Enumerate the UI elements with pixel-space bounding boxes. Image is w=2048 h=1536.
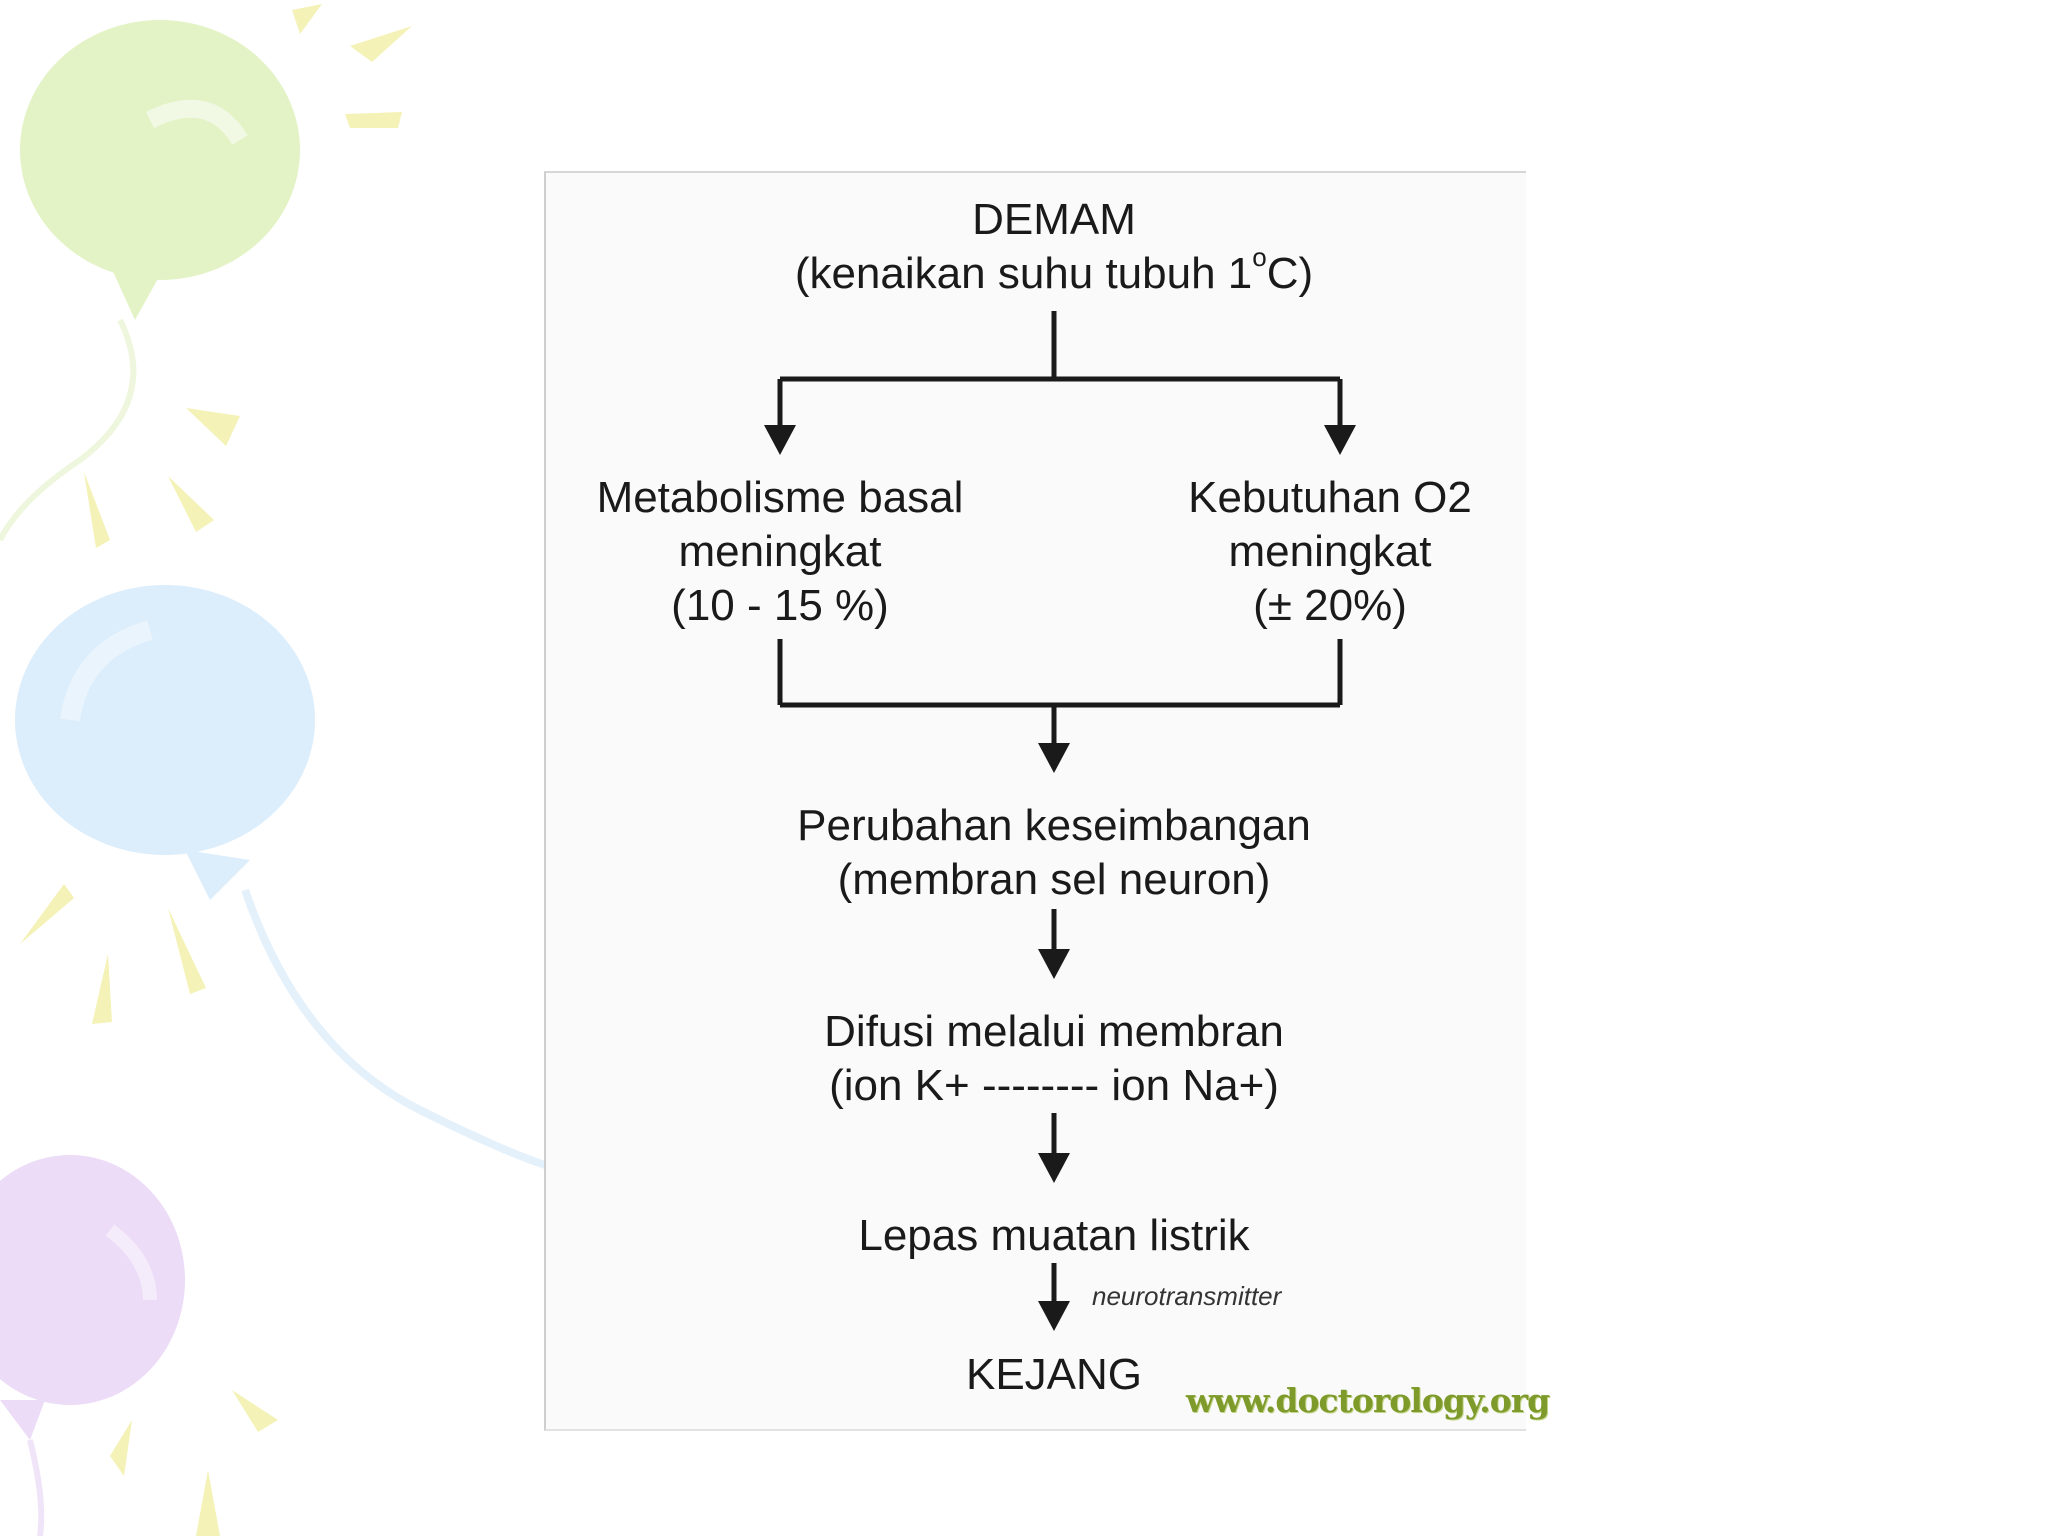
node-kejang-label: KEJANG (965, 1350, 1143, 1399)
discharge-arrowhead (1038, 1153, 1070, 1183)
blue-balloon (15, 585, 547, 1169)
node-oxygen-line2: meningkat (1228, 527, 1432, 576)
node-metabolism-line3: (10 - 15 %) (671, 581, 889, 630)
node-demam-subtitle: (kenaikan suhu tubuh 1oC) (794, 242, 1314, 298)
sun-rays (20, 4, 412, 1536)
node-kejang: KEJANG (854, 1348, 1254, 1402)
node-diffusion: Difusi melalui membran (ion K+ -------- … (754, 1005, 1354, 1113)
merge-arrowhead (1038, 743, 1070, 773)
flow-connectors (764, 311, 1356, 1331)
node-oxygen-line3: (± 20%) (1253, 581, 1407, 630)
node-diffusion-line1: Difusi melalui membran (824, 1007, 1284, 1056)
node-discharge: Lepas muatan listrik (754, 1209, 1354, 1263)
left-arrowhead (764, 425, 796, 455)
node-balance-line2: (membran sel neuron) (837, 855, 1271, 904)
node-metabolism-line1: Metabolisme basal (596, 473, 964, 522)
node-oxygen-demand: Kebutuhan O2 meningkat (± 20%) (1140, 471, 1520, 633)
node-diffusion-line2: (ion K+ -------- ion Na+) (829, 1061, 1279, 1110)
neurotransmitter-label: neurotransmitter (1092, 1281, 1282, 1311)
end-arrowhead (1038, 1301, 1070, 1331)
node-demam-title: DEMAM (972, 195, 1136, 244)
node-demam: DEMAM (kenaikan suhu tubuh 1oC) (754, 193, 1354, 301)
node-oxygen-line1: Kebutuhan O2 (1188, 473, 1472, 522)
node-discharge-line1: Lepas muatan listrik (858, 1211, 1250, 1260)
node-balance-line1: Perubahan keseimbangan (797, 801, 1311, 850)
node-metabolism: Metabolisme basal meningkat (10 - 15 %) (550, 471, 1010, 633)
degree-sign: o (1252, 242, 1267, 272)
green-balloon (0, 20, 300, 542)
flowchart-panel: DEMAM (kenaikan suhu tubuh 1oC) Metaboli… (544, 171, 1550, 1431)
diffusion-arrowhead (1038, 949, 1070, 979)
node-metabolism-line2: meningkat (678, 527, 882, 576)
watermark-url: www.doctorology.org (1186, 1381, 1550, 1420)
node-balance-change: Perubahan keseimbangan (membran sel neur… (754, 799, 1354, 907)
right-arrowhead (1324, 425, 1356, 455)
balloon-decoration (0, 4, 547, 1536)
purple-balloon (0, 1155, 185, 1536)
